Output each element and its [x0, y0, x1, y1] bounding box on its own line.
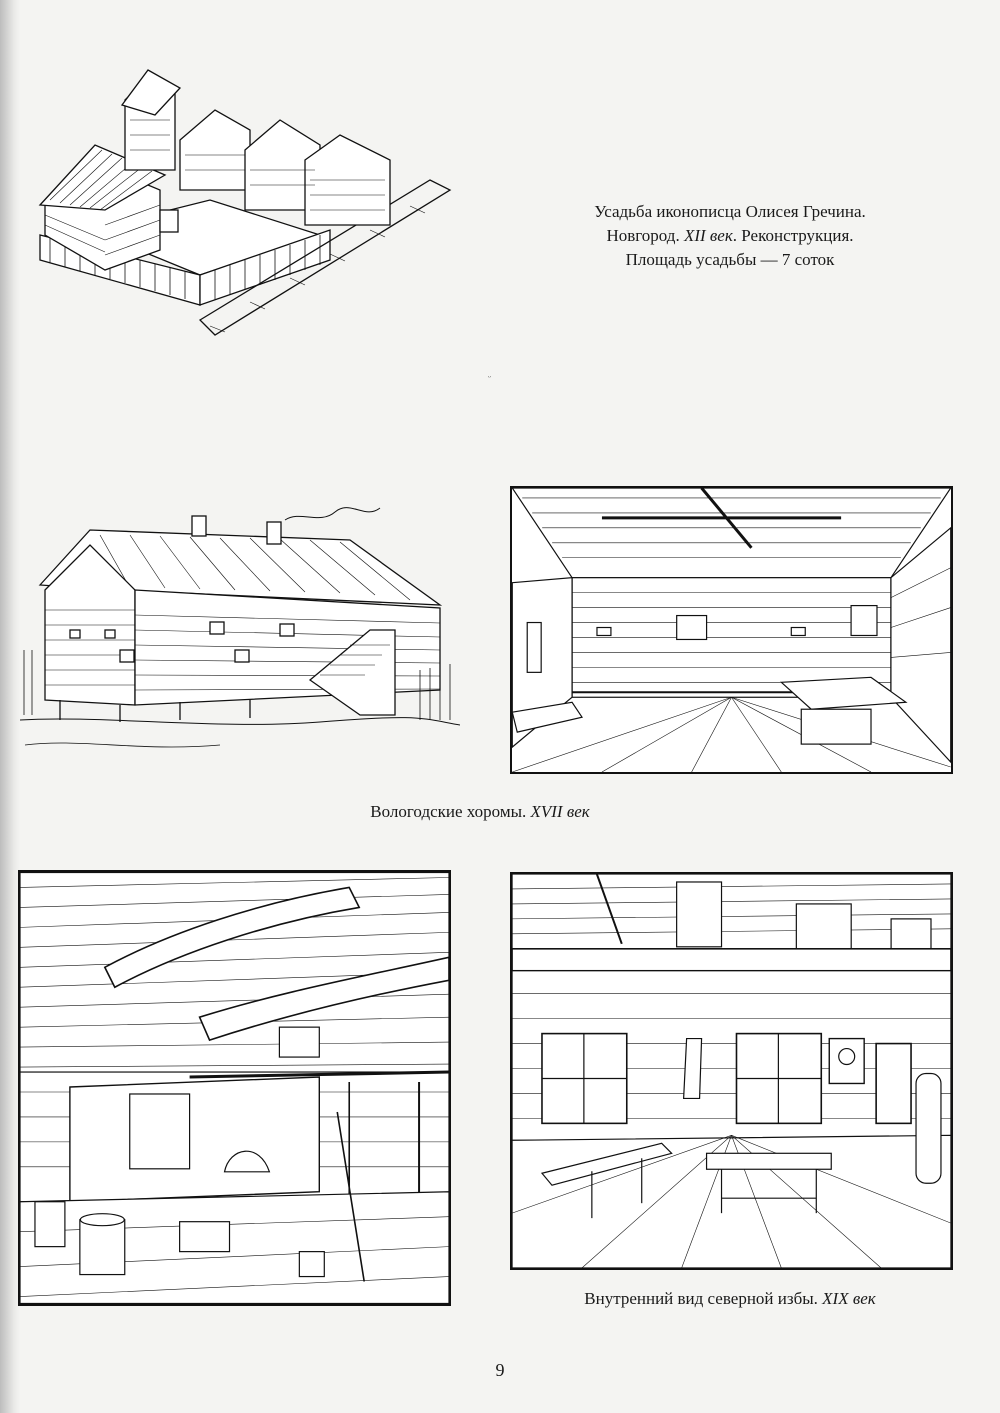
- page-number: 9: [495, 1360, 505, 1380]
- estate-caption-century: XII век: [683, 226, 733, 245]
- estate-caption-line-3: Площадь усадьбы — 7 соток: [625, 250, 835, 269]
- mansion-caption-century: XVII век: [530, 802, 590, 821]
- izba-stove-interior-illustration: [18, 870, 451, 1306]
- mansion-caption: Вологодские хоромы. XVII век: [300, 800, 660, 824]
- mansion-interior-illustration: [510, 486, 953, 774]
- mansion-caption-text: Вологодские хоромы.: [370, 802, 531, 821]
- izba-caption: Внутренний вид северной избы. XIX век: [520, 1287, 940, 1311]
- estate-illustration: [30, 60, 470, 360]
- estate-caption-city: Новгород.: [606, 226, 684, 245]
- estate-caption-line-1: Усадьба иконописца Олисея Гречина.: [594, 202, 866, 221]
- estate-caption-reconstruction: . Реконструкция.: [732, 226, 854, 245]
- izba-caption-century: XIX век: [822, 1289, 876, 1308]
- mansion-exterior-illustration: [20, 490, 460, 765]
- estate-caption-line-2: Новгород. XII век. Реконструкция.: [530, 224, 930, 248]
- izba-caption-text: Внутренний вид северной избы.: [584, 1289, 823, 1308]
- northern-izba-interior-illustration: [510, 872, 953, 1270]
- estate-caption: Усадьба иконописца Олисея Гречина. Новго…: [530, 200, 930, 272]
- page-shadow-edge: [0, 0, 20, 1413]
- print-speck: ᵕ: [488, 372, 491, 383]
